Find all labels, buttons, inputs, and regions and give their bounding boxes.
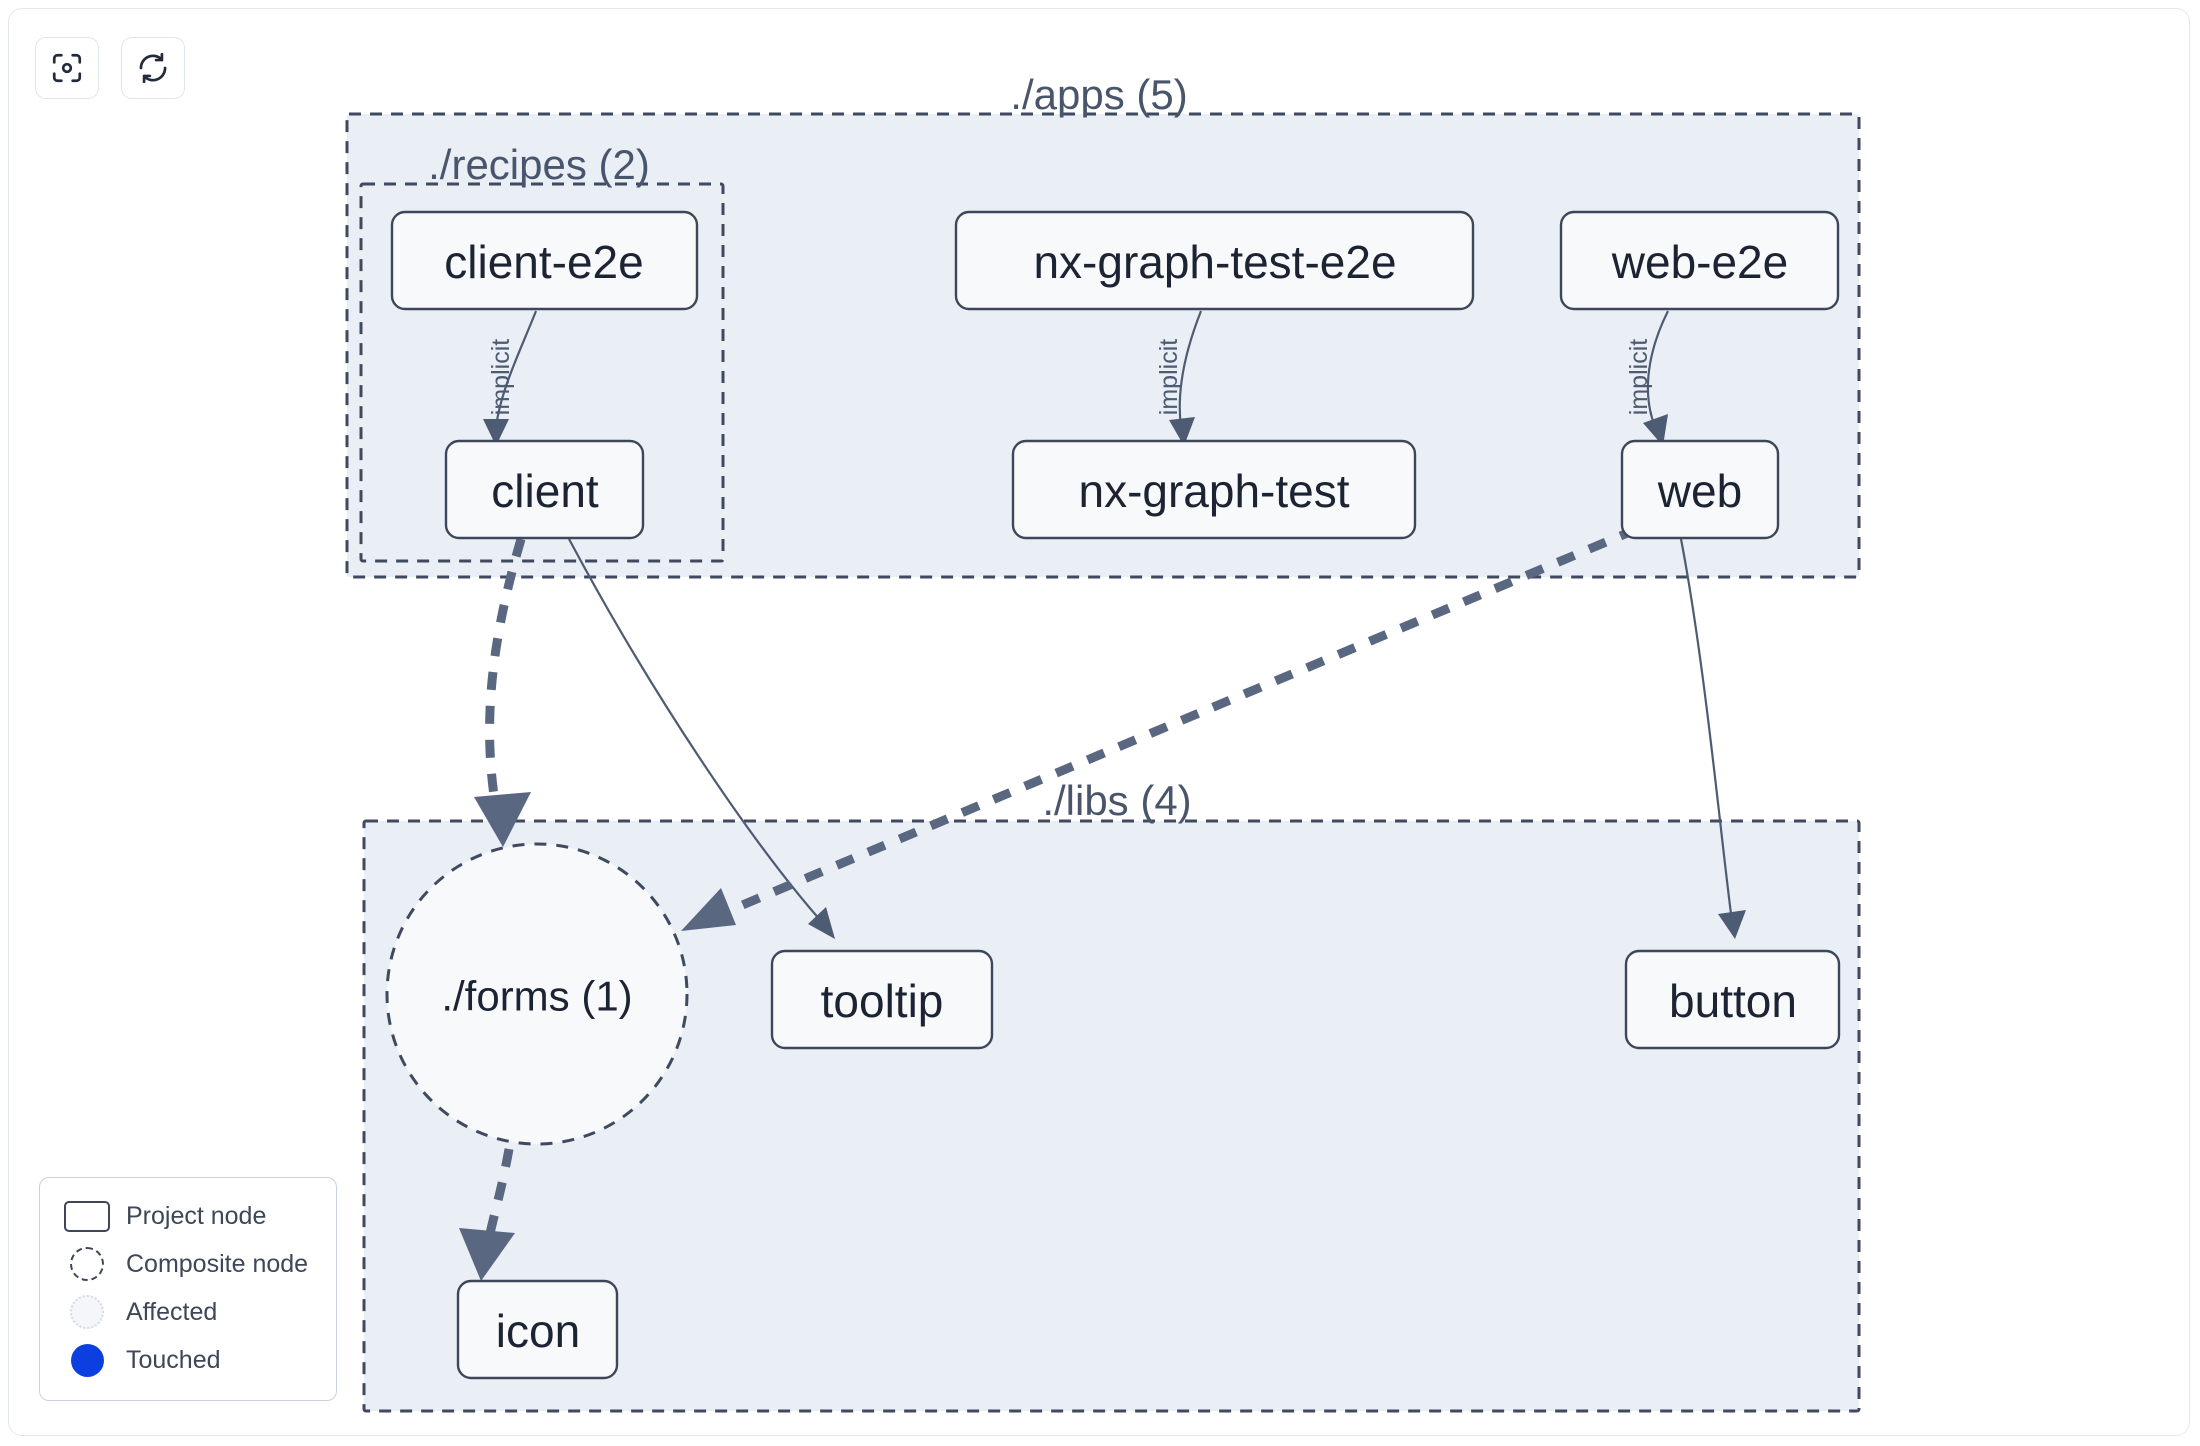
legend-item-touched: Touched xyxy=(56,1336,320,1384)
composite-node-swatch xyxy=(56,1247,118,1281)
node-forms-label: ./forms (1) xyxy=(441,973,632,1020)
edge-web-forms[interactable] xyxy=(681,524,1639,931)
edge-client-forms[interactable] xyxy=(474,537,531,847)
node-nx-graph-test-e2e[interactable]: nx-graph-test-e2e xyxy=(954,210,1475,311)
group-apps-label: ./apps (5) xyxy=(1010,71,1187,118)
legend-label: Project node xyxy=(126,1201,267,1230)
node-web[interactable]: web xyxy=(1620,439,1780,540)
legend-label: Affected xyxy=(126,1297,218,1326)
legend-item-project-node: Project node xyxy=(56,1192,320,1240)
group-apps[interactable] xyxy=(345,112,1861,579)
project-node-swatch xyxy=(56,1200,118,1232)
group-libs-label: ./libs (4) xyxy=(1042,777,1191,824)
dependency-graph[interactable]: ./apps (5) ./recipes (2) ./libs (4) ./fo… xyxy=(9,9,2190,1436)
node-client-e2e[interactable]: client-e2e xyxy=(390,210,699,311)
node-button[interactable]: button xyxy=(1624,949,1841,1050)
node-web-e2e-label: web-e2e xyxy=(1611,236,1788,288)
edge-web-button[interactable] xyxy=(1679,538,1746,939)
group-libs[interactable] xyxy=(362,819,1861,1413)
node-client-label: client xyxy=(491,465,599,517)
legend-label: Composite node xyxy=(126,1249,309,1278)
affected-swatch xyxy=(56,1295,118,1329)
legend-label: Touched xyxy=(126,1345,221,1374)
edge-client-e2e-client[interactable] xyxy=(483,310,538,446)
edge-nxgt-e2e-nxgt[interactable] xyxy=(1169,310,1203,446)
node-web-e2e[interactable]: web-e2e xyxy=(1559,210,1840,311)
group-recipes-label: ./recipes (2) xyxy=(428,141,650,188)
edge-label-implicit-nxgt: implicit xyxy=(1155,339,1183,415)
graph-toolbar xyxy=(35,37,185,99)
node-client[interactable]: client xyxy=(444,439,645,540)
edge-web-e2e-web[interactable] xyxy=(1643,310,1669,446)
node-tooltip[interactable]: tooltip xyxy=(770,949,994,1050)
node-nx-graph-test-label: nx-graph-test xyxy=(1078,465,1349,517)
legend-item-affected: Affected xyxy=(56,1288,320,1336)
focus-graph-button[interactable] xyxy=(35,37,99,99)
edge-label-implicit-client: implicit xyxy=(487,339,515,415)
node-forms[interactable]: ./forms (1) xyxy=(385,842,689,1146)
node-icon[interactable]: icon xyxy=(456,1279,619,1380)
node-nx-graph-test[interactable]: nx-graph-test xyxy=(1011,439,1417,540)
graph-canvas[interactable]: ./apps (5) ./recipes (2) ./libs (4) ./fo… xyxy=(8,8,2190,1436)
refresh-graph-button[interactable] xyxy=(121,37,185,99)
graph-legend: Project node Composite node Affected Tou… xyxy=(39,1177,337,1401)
node-nx-graph-test-e2e-label: nx-graph-test-e2e xyxy=(1033,236,1396,288)
focus-target-icon xyxy=(50,51,84,85)
node-icon-label: icon xyxy=(496,1305,580,1357)
edge-forms-icon[interactable] xyxy=(459,1148,515,1281)
node-client-e2e-label: client-e2e xyxy=(444,236,643,288)
node-button-label: button xyxy=(1669,975,1797,1027)
node-web-label: web xyxy=(1657,465,1742,517)
legend-item-composite-node: Composite node xyxy=(56,1240,320,1288)
edge-label-implicit-web: implicit xyxy=(1625,339,1653,415)
refresh-icon xyxy=(136,51,170,85)
touched-swatch xyxy=(56,1343,118,1377)
node-tooltip-label: tooltip xyxy=(821,975,944,1027)
